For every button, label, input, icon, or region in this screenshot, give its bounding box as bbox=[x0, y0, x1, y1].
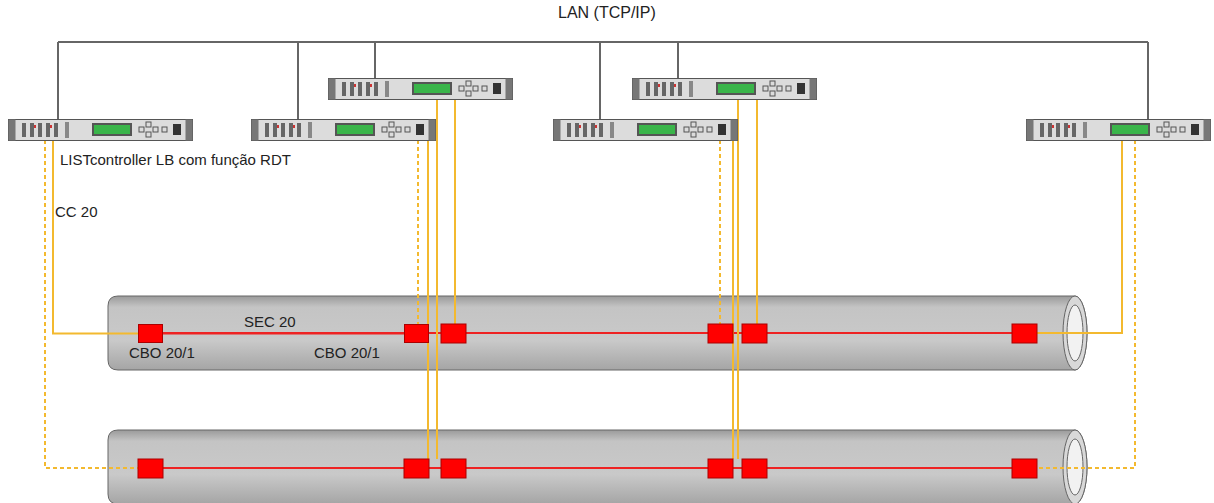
network-label: LAN (TCP/IP) bbox=[558, 4, 656, 22]
cable-label: SEC 20 bbox=[244, 313, 296, 331]
coupler-symbol bbox=[404, 324, 429, 343]
node-label: CBO 20/1 bbox=[314, 344, 380, 362]
coupler-symbol bbox=[138, 324, 163, 343]
cable-label: CC 20 bbox=[55, 203, 98, 221]
controller-unit bbox=[8, 119, 193, 141]
coupler-box: CBO 20/1 bbox=[404, 324, 429, 343]
coupler-box: CBO 20/1 bbox=[138, 324, 163, 343]
controller: LISTcontroller LB com função RDT bbox=[8, 119, 193, 141]
node-label: LISTcontroller LB com função RDT bbox=[60, 151, 291, 169]
connector bbox=[163, 333, 404, 335]
connector bbox=[53, 141, 138, 334]
node-label: CBO 20/1 bbox=[129, 344, 195, 362]
